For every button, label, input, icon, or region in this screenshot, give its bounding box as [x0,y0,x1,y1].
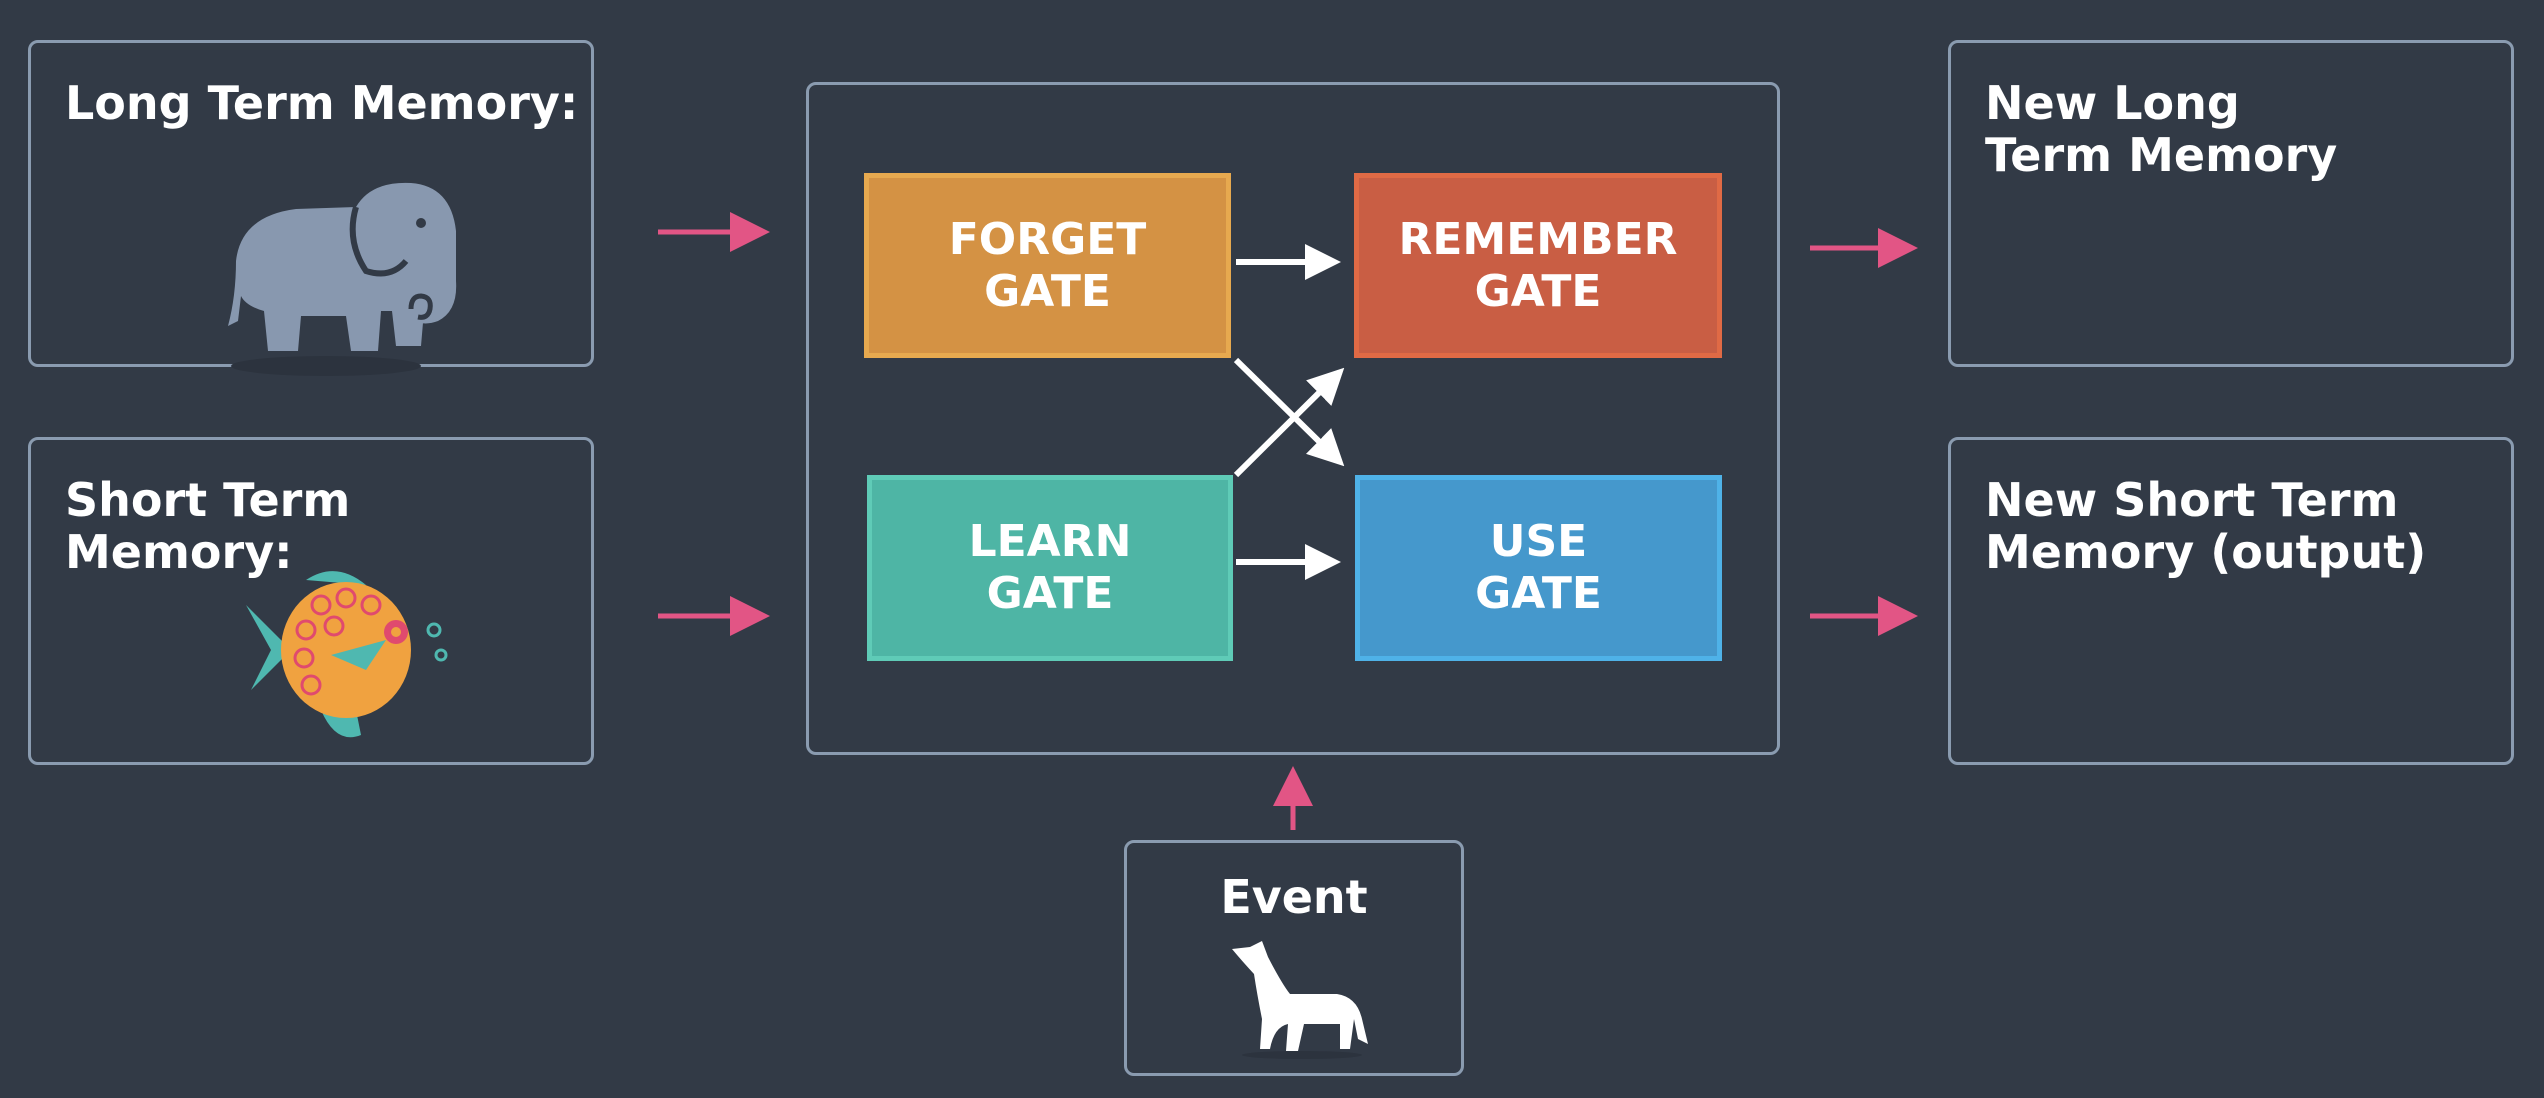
short-term-memory-title: Short Term Memory: [65,473,351,579]
learn-gate-label: LEARN GATE [968,516,1132,619]
new-long-term-memory-title: New Long Term Memory [1985,76,2338,182]
new-long-term-memory-box: New Long Term Memory [1948,40,2514,367]
use-gate: USE GATE [1355,475,1722,661]
wolf-icon [1232,941,1368,1059]
lstm-cell-box [806,82,1780,755]
event-title: Event [1220,870,1368,924]
event-box: Event [1124,840,1464,1076]
remember-gate-label: REMEMBER GATE [1398,213,1678,317]
learn-gate: LEARN GATE [867,475,1233,661]
elephant-icon [228,182,457,376]
new-short-term-memory-title: New Short Term Memory (output) [1985,473,2427,579]
long-term-memory-box: Long Term Memory: [28,40,594,376]
new-short-term-memory-box: New Short Term Memory (output) [1948,437,2514,765]
use-gate-label: USE GATE [1475,516,1602,619]
long-term-memory-title: Long Term Memory: [65,76,579,130]
short-term-memory-box: Short Term Memory: [28,437,594,765]
forget-gate: FORGET GATE [864,173,1231,358]
remember-gate: REMEMBER GATE [1354,173,1722,358]
forget-gate-label: FORGET GATE [948,213,1147,317]
fish-icon [246,571,448,738]
